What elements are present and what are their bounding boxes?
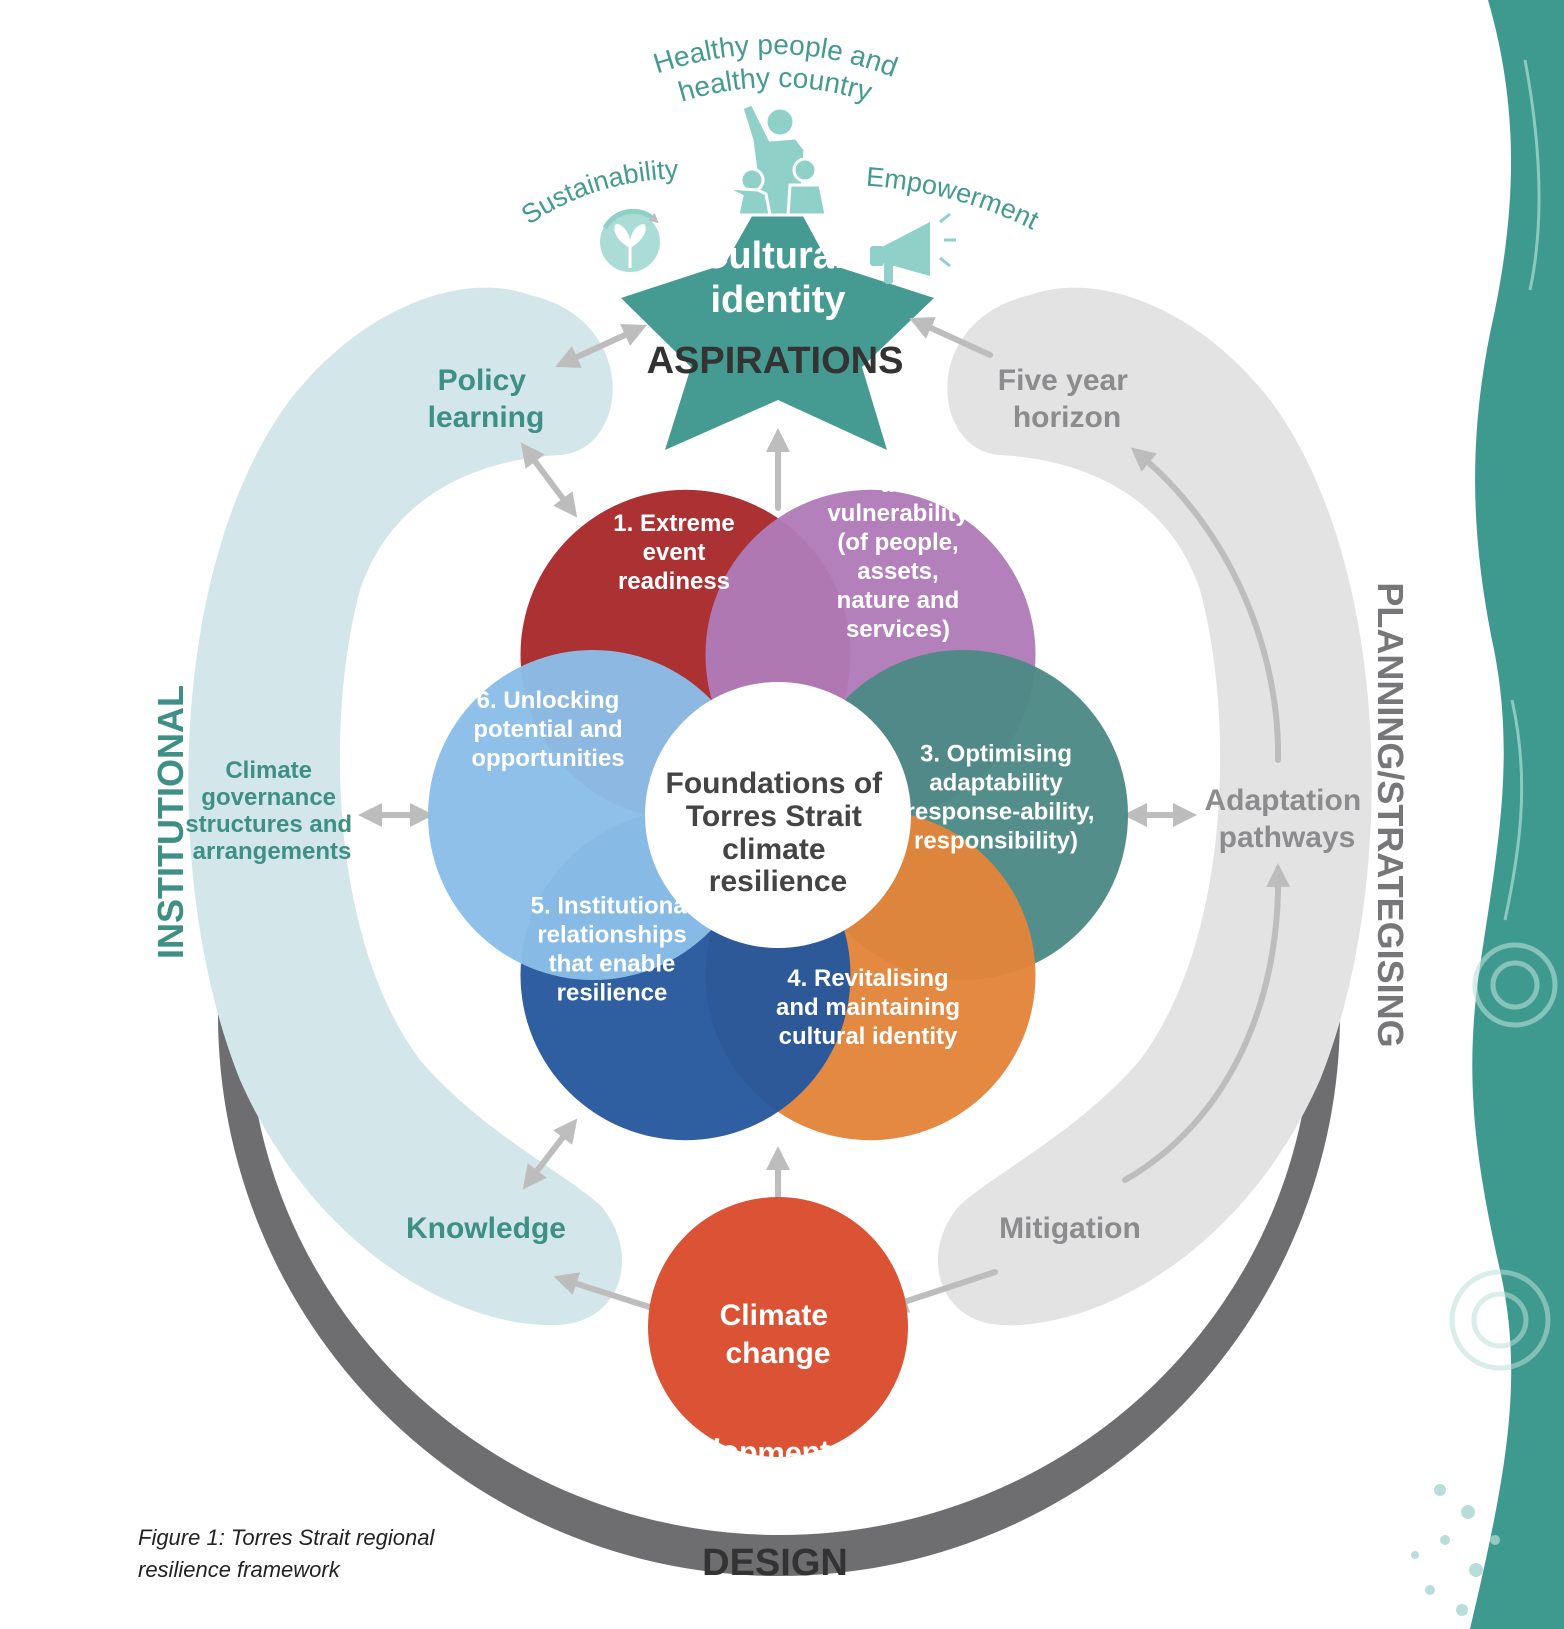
sustainability-icon (600, 208, 660, 272)
arrow-knowledge-foundations (522, 1118, 578, 1190)
policy-learning-label: Policy learning (428, 364, 545, 434)
climate-change-label: Climate change (720, 1299, 837, 1370)
aspirations-heading: ASPIRATIONS (647, 340, 904, 382)
mitigation-label: Mitigation (999, 1212, 1141, 1245)
five-year-horizon-label: Five year horizon (998, 364, 1136, 434)
empowerment-label: Empowerment (865, 162, 1044, 236)
arrow-five-year-aspirations (909, 317, 993, 358)
megaphone-icon (870, 212, 956, 284)
design-heading: DESIGN (702, 1542, 848, 1584)
foundations-title: Foundations of Torres Strait climate res… (666, 767, 891, 898)
people-figures-icon (724, 102, 828, 217)
arrow-policy-foundations (520, 442, 578, 518)
healthy-label-line2: healthy country (675, 62, 876, 108)
planning-heading: PLANNING/STRATEGISING (1370, 582, 1411, 1047)
knowledge-label: Knowledge (406, 1212, 566, 1245)
cultural-identity-star (621, 170, 934, 450)
arrow-policy-aspirations (555, 324, 647, 368)
institutional-heading: INSTITUTIONAL (150, 685, 191, 959)
arrow-climate-knowledge (553, 1272, 668, 1315)
governance-label: Climate governance structures and arrang… (185, 757, 358, 865)
climate-change-circle (648, 1197, 908, 1457)
planning-band (937, 287, 1372, 1326)
arrow-mitigation-climate (883, 1269, 998, 1313)
arrow-adaptation-five-year (1130, 447, 1282, 763)
connector-arrows (358, 317, 1291, 1315)
arrow-mitigation-adaptation (1122, 863, 1291, 1183)
decorative-wave-panel (1411, 0, 1564, 1629)
figure-caption: Figure 1: Torres Strait regional resilie… (138, 1525, 435, 1582)
cultural-identity-label: Cultural identity (701, 235, 855, 321)
adaptation-pathways-label: Adaptation pathways (1205, 784, 1370, 854)
foundations-center-circle (645, 682, 911, 948)
institutional-band (188, 287, 623, 1326)
